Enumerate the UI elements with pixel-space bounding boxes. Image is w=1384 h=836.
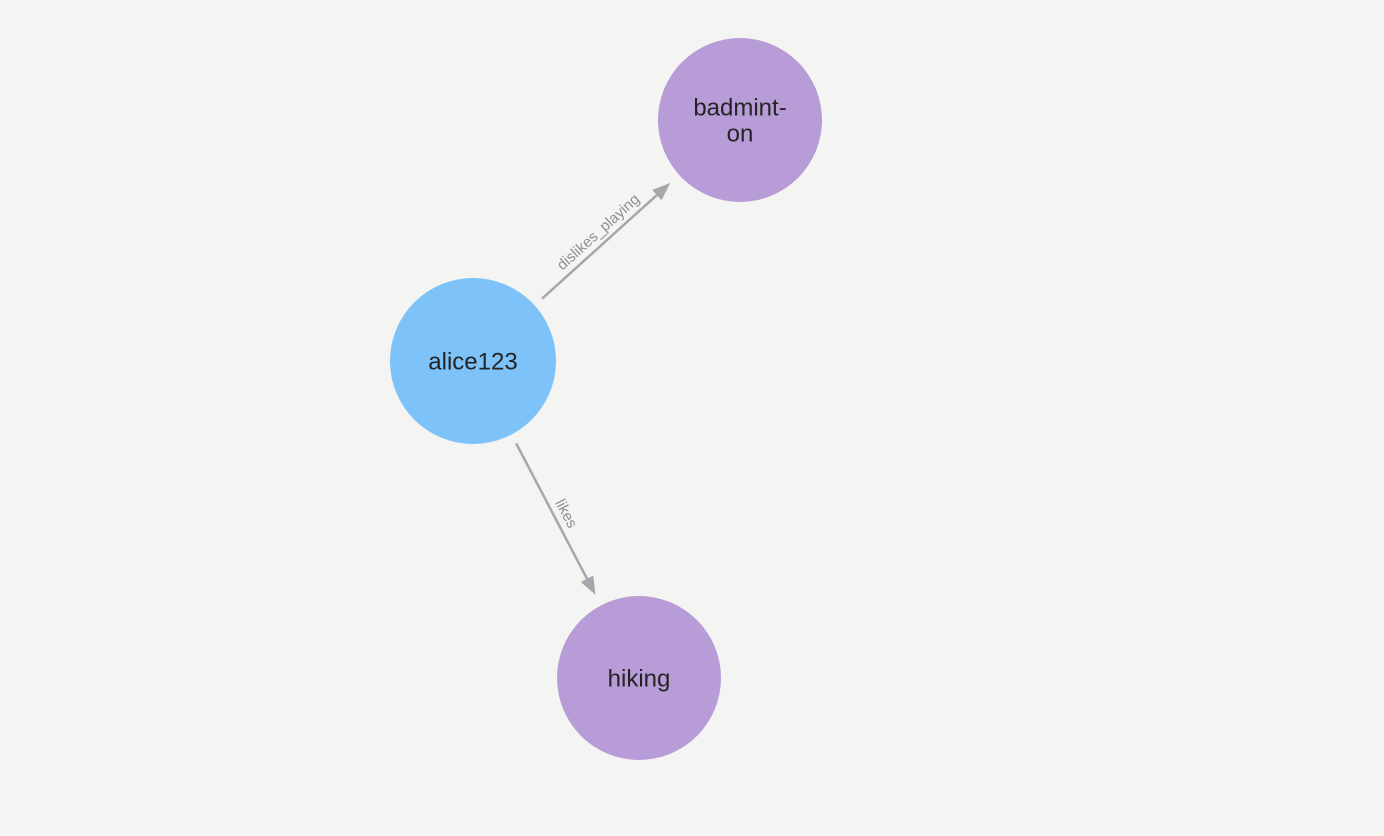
- node-label: badmint-: [693, 94, 786, 121]
- edge-line[interactable]: [515, 442, 590, 583]
- node-label: hiking: [608, 665, 671, 692]
- arrowhead-icon: [580, 575, 596, 595]
- edge-label: dislikes_playing: [554, 191, 643, 274]
- node-hiking[interactable]: hiking: [557, 596, 721, 760]
- node-badminton[interactable]: badmint-on: [658, 38, 822, 202]
- node-circle-badminton[interactable]: [658, 38, 822, 202]
- edge-line[interactable]: [541, 192, 660, 300]
- edge-likes: likes: [515, 442, 596, 595]
- node-circle-alice123[interactable]: [390, 278, 556, 444]
- node-alice123[interactable]: alice123: [390, 278, 556, 444]
- node-circle-hiking[interactable]: [557, 596, 721, 760]
- node-label: alice123: [428, 348, 517, 375]
- edge-label: likes: [551, 496, 580, 530]
- edge-dislikes_playing: dislikes_playing: [541, 182, 671, 300]
- node-label: on: [727, 120, 754, 147]
- arrowhead-icon: [652, 182, 671, 201]
